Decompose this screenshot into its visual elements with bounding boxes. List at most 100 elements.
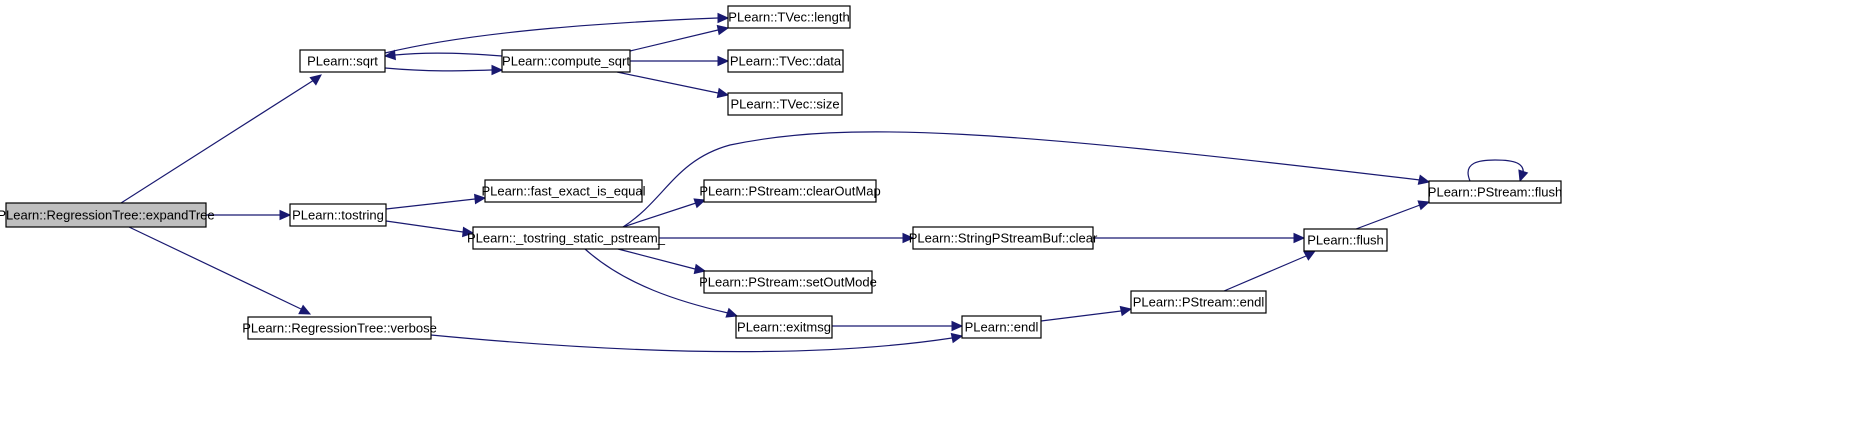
node-box	[484, 179, 643, 203]
node-label: PLearn::StringPStreamBuf::clear	[909, 231, 1098, 246]
edge-line	[394, 52, 503, 57]
node-clearOutMap[interactable]: PLearn::PStream::clearOutMap	[699, 179, 881, 203]
node-box	[961, 315, 1042, 339]
arrowhead-icon	[1293, 232, 1306, 244]
arrowhead-icon	[298, 304, 312, 315]
arrowhead-icon	[1417, 174, 1431, 185]
node-endl[interactable]: PLearn::endl	[961, 315, 1042, 339]
edge-tostring_static-to-pstream_flush	[622, 131, 1431, 228]
node-setOutMode[interactable]: PLearn::PStream::setOutMode	[699, 270, 877, 294]
edge-line	[384, 17, 719, 54]
edge-tostring_static-to-exitmsg	[584, 248, 739, 318]
node-tostring_static[interactable]: PLearn::_tostring_static_pstream_	[467, 226, 666, 250]
arrowhead-icon	[309, 74, 322, 86]
edge-line	[385, 220, 464, 233]
arrowhead-icon	[383, 49, 396, 61]
edge-verbose-to-endl	[430, 332, 964, 353]
edge-sqrt-to-tvec_length	[384, 12, 730, 54]
node-box	[1428, 180, 1562, 204]
edge-tostring_static-to-clearOutMap	[622, 198, 707, 228]
node-tvec_size[interactable]: PLearn::TVec::size	[727, 92, 843, 116]
edge-line	[629, 29, 719, 52]
node-tvec_data[interactable]: PLearn::TVec::data	[727, 49, 844, 73]
node-label: PLearn::sqrt	[307, 54, 378, 69]
edge-line	[1040, 310, 1122, 322]
edge-tostring_static-to-spsb_clear	[659, 232, 915, 244]
node-exitmsg[interactable]: PLearn::exitmsg	[735, 315, 833, 339]
edge-line	[128, 226, 302, 310]
node-label: PLearn::PStream::clearOutMap	[699, 184, 880, 199]
node-pstream_flush[interactable]: PLearn::PStream::flush	[1428, 180, 1562, 204]
node-box	[1130, 290, 1267, 314]
node-label: PLearn::_tostring_static_pstream_	[467, 231, 666, 246]
node-sqrt[interactable]: PLearn::sqrt	[299, 49, 386, 73]
edge-spsb_clear-to-flush	[1093, 232, 1306, 244]
edge-line	[584, 248, 729, 314]
arrowhead-icon	[951, 320, 964, 332]
node-flush[interactable]: PLearn::flush	[1303, 228, 1388, 252]
node-box	[1303, 228, 1388, 252]
node-label: PLearn::compute_sqrt	[502, 54, 630, 69]
arrowhead-icon	[725, 307, 739, 318]
node-label: PLearn::fast_exact_is_equal	[481, 184, 645, 199]
edge-compute_sqrt-to-tvec_length	[629, 24, 730, 52]
edge-line	[1467, 159, 1524, 182]
arrowhead-icon	[1417, 200, 1431, 211]
edge-line	[120, 79, 315, 204]
node-label: PLearn::TVec::length	[728, 10, 849, 25]
node-label: PLearn::endl	[965, 320, 1039, 335]
node-expandTree[interactable]: PLearn::RegressionTree::expandTree	[0, 202, 215, 228]
arrowhead-icon	[717, 55, 730, 67]
node-label: PLearn::RegressionTree::verbose	[242, 321, 437, 336]
node-box	[912, 226, 1094, 250]
node-box	[289, 203, 387, 227]
edge-line	[384, 67, 493, 72]
node-box	[735, 315, 833, 339]
graph-nodes: PLearn::RegressionTree::expandTreePLearn…	[0, 5, 1562, 340]
edge-exitmsg-to-endl	[832, 320, 964, 332]
node-label: PLearn::TVec::size	[730, 97, 839, 112]
node-tvec_length[interactable]: PLearn::TVec::length	[727, 5, 851, 29]
arrowhead-icon	[693, 198, 707, 209]
arrowhead-icon	[716, 24, 730, 36]
node-verbose[interactable]: PLearn::RegressionTree::verbose	[242, 316, 437, 340]
node-label: PLearn::tostring	[292, 208, 384, 223]
node-spsb_clear[interactable]: PLearn::StringPStreamBuf::clear	[909, 226, 1098, 250]
edge-line	[1223, 255, 1307, 292]
arrowhead-icon	[462, 226, 475, 238]
node-tostring[interactable]: PLearn::tostring	[289, 203, 387, 227]
arrowhead-icon	[491, 64, 504, 76]
node-fast_exact[interactable]: PLearn::fast_exact_is_equal	[481, 179, 646, 203]
edge-tostring_static-to-setOutMode	[617, 248, 707, 275]
edge-flush-to-pstream_flush	[1355, 200, 1431, 230]
node-box	[703, 270, 873, 294]
edge-tostring-to-fast_exact	[385, 193, 487, 210]
edge-expandTree-to-verbose	[128, 226, 312, 315]
edge-pstream_flush-to-pstream_flush	[1467, 159, 1529, 183]
node-pstream_endl[interactable]: PLearn::PStream::endl	[1130, 290, 1267, 314]
edge-line	[622, 202, 697, 228]
node-box	[247, 316, 432, 340]
edge-endl-to-pstream_endl	[1040, 305, 1133, 322]
edge-compute_sqrt-to-sqrt	[383, 49, 503, 61]
edge-tostring-to-tostring_static	[385, 220, 475, 238]
edge-compute_sqrt-to-tvec_data	[630, 55, 730, 67]
edge-line	[430, 334, 953, 353]
node-label: PLearn::TVec::data	[730, 54, 842, 69]
node-box	[5, 202, 207, 228]
edge-expandTree-to-sqrt	[120, 74, 322, 204]
edge-line	[616, 71, 719, 94]
graph-edges	[120, 12, 1529, 353]
edge-pstream_endl-to-flush	[1223, 250, 1317, 292]
node-box	[299, 49, 386, 73]
node-label: PLearn::PStream::setOutMode	[699, 275, 877, 290]
node-compute_sqrt[interactable]: PLearn::compute_sqrt	[501, 49, 631, 73]
arrowhead-icon	[902, 232, 915, 244]
node-label: PLearn::flush	[1307, 233, 1384, 248]
node-label: PLearn::exitmsg	[737, 320, 831, 335]
edge-line	[385, 198, 476, 210]
arrowhead-icon	[279, 209, 292, 221]
node-box	[472, 226, 660, 250]
node-label: PLearn::PStream::flush	[1428, 185, 1562, 200]
arrowhead-icon	[950, 332, 964, 344]
